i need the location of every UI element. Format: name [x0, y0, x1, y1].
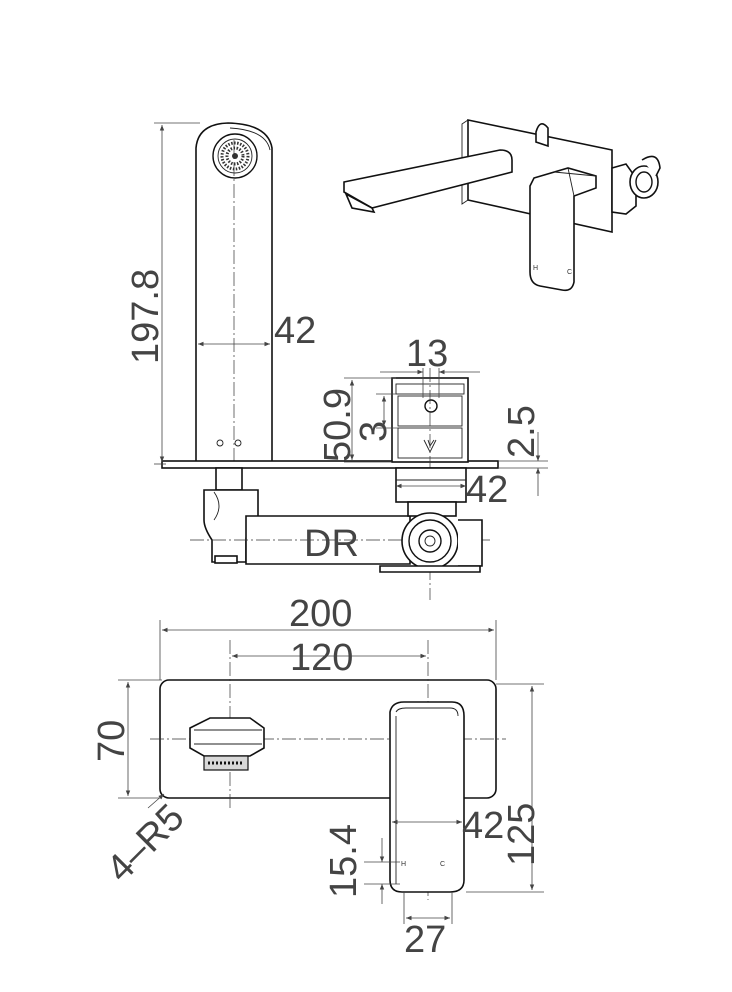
cold-marker: C — [440, 861, 445, 868]
handle-front: H C — [389, 701, 465, 893]
valve-inlet — [401, 501, 459, 570]
hot-marker: H — [401, 861, 406, 868]
dim-handle-bottom-width: 27 — [404, 919, 446, 961]
cartridge-screw-icon — [424, 399, 438, 413]
iso-handle — [529, 167, 597, 292]
side-dimensions: 197.8 42 13 50.9 3 2.5 42 DR — [125, 122, 548, 565]
dim-cartridge-width: 13 — [406, 333, 448, 375]
dim-plate-width: 200 — [289, 593, 352, 635]
dim-spout-width: 42 — [274, 310, 316, 352]
iso-spout — [343, 149, 513, 209]
cartridge-body — [395, 467, 467, 503]
iso-cold-marker: C — [567, 269, 572, 276]
spout-stem — [215, 467, 243, 491]
wall-plate-side — [161, 460, 499, 469]
dim-handle-offset: 3 — [353, 421, 395, 442]
dim-indicator-spacing: 15.4 — [323, 824, 365, 898]
aerator-icon — [212, 133, 258, 179]
front-view: H C — [150, 640, 506, 900]
spout-outlet-front — [189, 717, 265, 771]
iso-hot-marker: H — [533, 265, 538, 272]
dim-plate-thickness: 2.5 — [501, 405, 543, 458]
dim-plate-height: 70 — [91, 720, 133, 762]
spout-screw-icon — [216, 439, 224, 447]
dim-body-width: 42 — [466, 469, 508, 511]
dim-handle-projection: 50.9 — [317, 388, 359, 462]
dim-center-distance: 120 — [290, 637, 353, 679]
dim-handle-length: 125 — [501, 803, 543, 866]
spout-body — [195, 122, 273, 463]
isometric-view: H C — [343, 119, 661, 292]
spout-screw-icon — [234, 439, 242, 447]
iso-bracket-top — [535, 123, 549, 148]
mounting-bracket — [458, 519, 483, 567]
drain-label: DR — [304, 523, 359, 565]
dim-spout-height: 197.8 — [125, 269, 167, 364]
dim-handle-width: 42 — [462, 805, 504, 847]
dim-corner-radius: 4–R5 — [99, 796, 193, 890]
iso-inlet — [611, 155, 661, 215]
